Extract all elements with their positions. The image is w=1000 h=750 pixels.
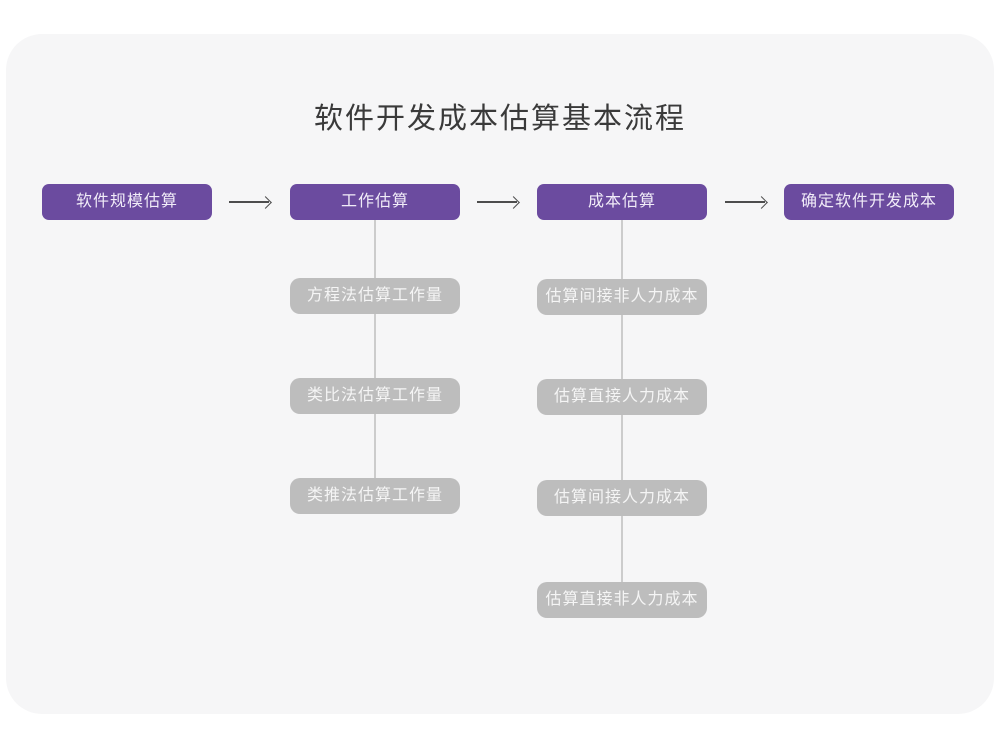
background-panel xyxy=(6,34,994,714)
sub-box-indirect-labor-cost: 估算间接人力成本 xyxy=(537,480,707,516)
sub-box-direct-labor-cost: 估算直接人力成本 xyxy=(537,379,707,415)
arrow-shaft xyxy=(477,201,517,203)
arrow-head xyxy=(259,195,272,209)
sub-box-extrapolation-method-workload: 类推法估算工作量 xyxy=(290,478,460,514)
arrow-shaft xyxy=(725,201,765,203)
step-box-cost-estimation: 成本估算 xyxy=(537,184,707,220)
page-title: 软件开发成本估算基本流程 xyxy=(313,103,686,135)
flow-arrow-icon xyxy=(725,195,768,209)
sub-box-equation-method-workload: 方程法估算工作量 xyxy=(290,278,460,314)
step-box-determine-software-dev-cost: 确定软件开发成本 xyxy=(784,184,954,220)
step-box-work-estimation: 工作估算 xyxy=(290,184,460,220)
arrow-shaft xyxy=(229,201,269,203)
sub-box-analogy-method-workload: 类比法估算工作量 xyxy=(290,378,460,414)
sub-box-indirect-non-labor-cost: 估算间接非人力成本 xyxy=(537,279,707,315)
step-box-software-scale-estimation: 软件规模估算 xyxy=(42,184,212,220)
flow-arrow-icon xyxy=(229,195,272,209)
arrow-head xyxy=(755,195,768,209)
arrow-head xyxy=(507,195,520,209)
connector-line-work-estimation xyxy=(374,220,376,482)
flow-arrow-icon xyxy=(477,195,520,209)
sub-box-direct-non-labor-cost: 估算直接非人力成本 xyxy=(537,582,707,618)
